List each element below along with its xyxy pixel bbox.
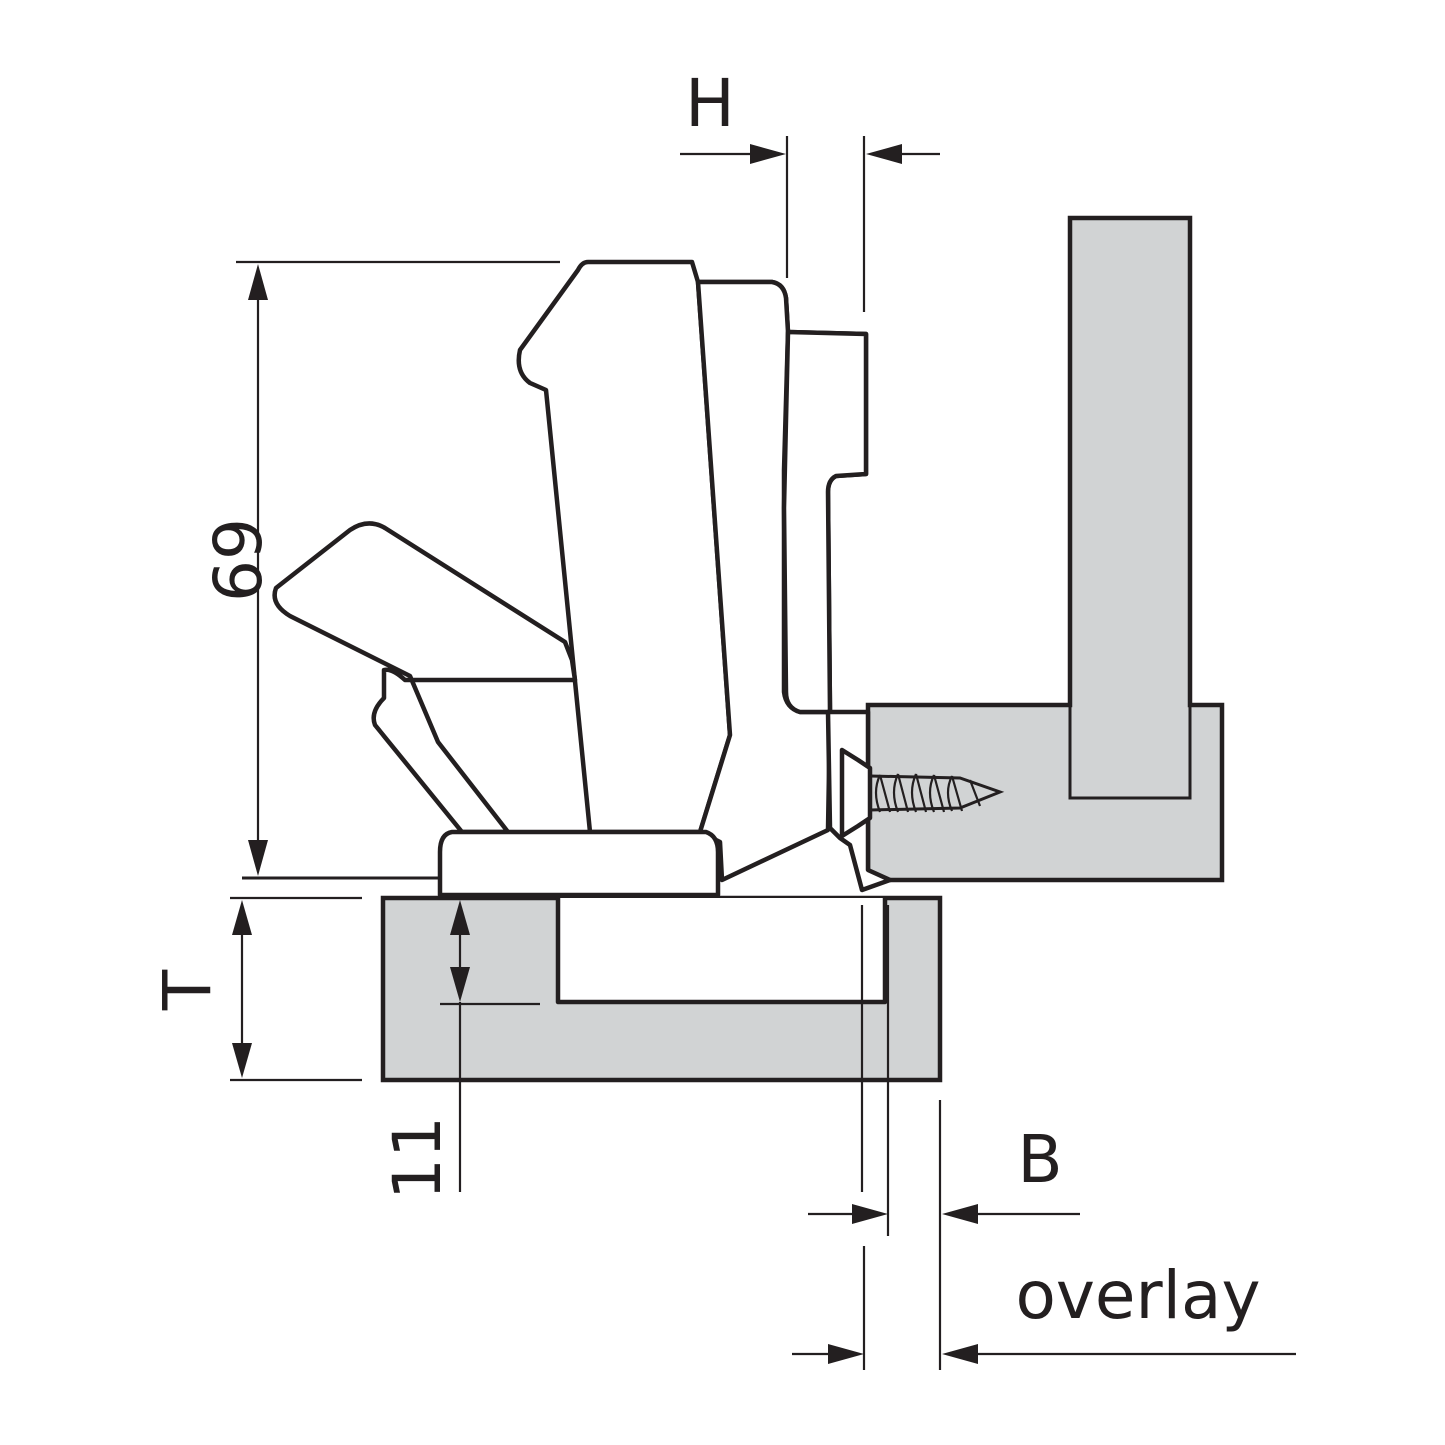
depth-label: 11 (379, 1116, 456, 1200)
hinge-cup (437, 829, 721, 898)
cabinet-side-panel (865, 215, 1225, 883)
dimension-b (808, 905, 1080, 1370)
h-label: H (685, 65, 735, 142)
dimension-11 (440, 900, 540, 1192)
mounting-plate (781, 329, 869, 715)
cabinet-panel-inner-edge (1068, 705, 1192, 800)
b-label: B (1017, 1121, 1062, 1198)
height-label: 69 (197, 518, 274, 602)
dimension-t (230, 896, 362, 1082)
dimension-h (680, 136, 940, 312)
t-label: T (149, 969, 226, 1011)
cup-recess (555, 898, 888, 1005)
overlay-label: overlay (1015, 1257, 1260, 1334)
spring-lever (272, 521, 578, 835)
dimension-69 (236, 260, 560, 876)
screw (839, 747, 1005, 839)
dimension-overlay (792, 1246, 1296, 1370)
